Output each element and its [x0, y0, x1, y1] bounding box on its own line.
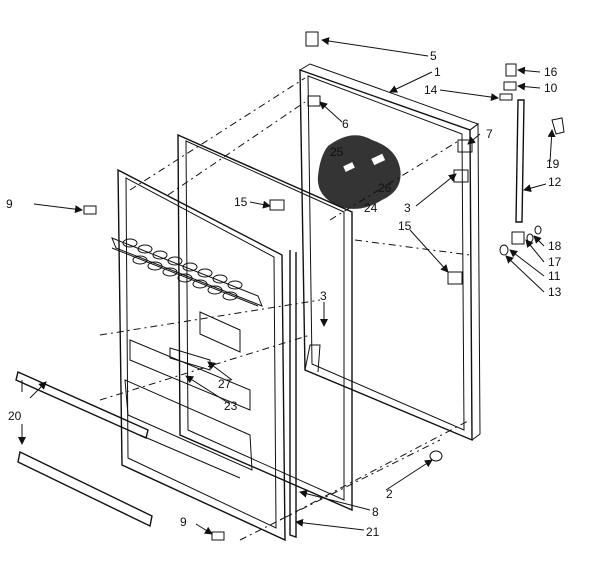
callout-1: 1: [434, 65, 441, 79]
callout-18: 18: [548, 239, 562, 253]
leader-lines: [18, 37, 556, 535]
callout-11: 11: [548, 269, 561, 283]
callout-2: 2: [386, 487, 393, 501]
door-shelf-bars: [15, 371, 153, 528]
callout-15-left: 15: [234, 195, 248, 209]
callout-14: 14: [424, 83, 438, 97]
callout-7: 7: [486, 127, 493, 141]
callout-labels: 5 1 14 6 7 16 10 19 12 18 17 11 13 25 26…: [6, 49, 562, 539]
insulation-patch: [317, 135, 401, 209]
callout-9-top: 9: [6, 197, 13, 211]
callout-3-mid: 3: [320, 289, 327, 303]
hinge-parts: [83, 31, 565, 541]
callout-25: 25: [330, 145, 344, 159]
callout-19: 21: [366, 525, 380, 539]
egg-cups: [122, 238, 243, 301]
callout-8: 8: [372, 505, 379, 519]
callout-13: 13: [548, 285, 562, 299]
callout-15-right: 15: [398, 219, 412, 233]
callout-10: 10: [544, 81, 558, 95]
callout-26: 26: [378, 181, 392, 195]
outer-door-panel: [299, 63, 481, 442]
inner-door-liner: [111, 168, 286, 542]
door-gasket: [177, 133, 353, 538]
callout-6: 6: [342, 117, 349, 131]
callout-20: 20: [8, 409, 22, 423]
callout-24: 24: [364, 201, 378, 215]
callout-17: 17: [548, 255, 562, 269]
callout-16: 16: [544, 65, 558, 79]
callout-21: 19: [546, 157, 560, 171]
callout-12: 12: [548, 175, 562, 189]
callout-27: 27: [218, 377, 232, 391]
callout-5: 5: [430, 49, 437, 63]
projection-lines: [99, 77, 471, 541]
callout-3-top: 3: [404, 201, 411, 215]
callout-23: 23: [224, 399, 238, 413]
callout-9-bottom: 9: [180, 515, 187, 529]
